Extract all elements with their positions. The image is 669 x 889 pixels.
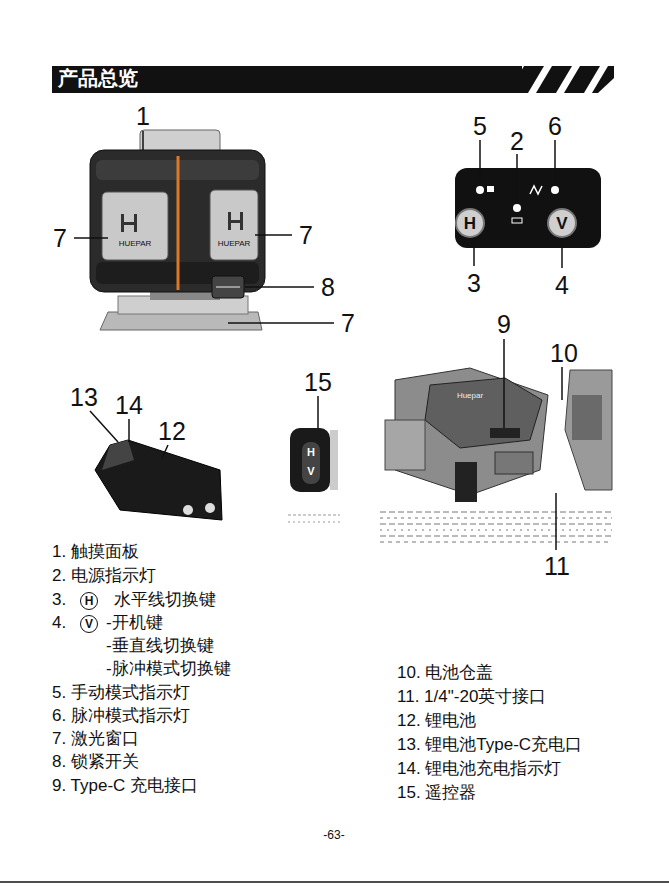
touch-button: V xyxy=(547,208,577,238)
callout-number: 13 xyxy=(70,383,98,412)
part-list-item: 7. 激光窗口 xyxy=(52,729,139,749)
callout-number: 1 xyxy=(136,102,150,131)
part-list-item: 14. 锂电池充电指示灯 xyxy=(397,759,561,779)
brand-text: HUEPAR xyxy=(218,239,251,248)
page-rule xyxy=(0,881,669,883)
part-list-item: 10. 电池仓盖 xyxy=(397,663,493,683)
part-list-item: 13. 锂电池Type-C充电口 xyxy=(397,735,582,755)
title-band xyxy=(52,66,522,93)
brand-text: Huepar xyxy=(457,391,483,400)
callout-number: 9 xyxy=(497,310,511,339)
callout-number: 12 xyxy=(158,417,186,446)
callout-number: 6 xyxy=(548,112,562,141)
title-slash xyxy=(592,66,614,93)
part-list-item: -垂直线切换键 xyxy=(106,636,214,656)
remote-button-letter: V xyxy=(307,465,314,478)
callout-number: 11 xyxy=(544,552,570,581)
button-icon: H xyxy=(80,592,98,610)
callout-number: 5 xyxy=(473,112,487,141)
part-list-item: 11. 1/4"-20英寸接口 xyxy=(397,687,546,707)
part-list-item: 8. 锁紧开关 xyxy=(52,752,139,772)
callout-number: 2 xyxy=(510,127,524,156)
part-list-item: 12. 锂电池 xyxy=(397,711,476,731)
remote-control xyxy=(288,428,340,522)
leader-line xyxy=(74,131,562,550)
ground-hatching xyxy=(380,512,612,542)
callout-number: 7 xyxy=(341,309,355,338)
device-bottom-view xyxy=(385,368,612,502)
page-number: -63- xyxy=(323,829,344,843)
part-list-item: 6. 脉冲模式指示灯 xyxy=(52,706,190,726)
button-letter: V xyxy=(556,215,567,232)
section-title: 产品总览 xyxy=(58,67,138,90)
button-letter: H xyxy=(85,595,94,607)
part-list-item: 1. 触摸面板 xyxy=(52,542,139,562)
callout-number: 14 xyxy=(115,391,143,420)
callout-number: 3 xyxy=(467,269,481,298)
part-list-item: 9. Type-C 充电接口 xyxy=(52,776,198,796)
button-letter: V xyxy=(85,618,93,630)
part-list-item: 15. 遥控器 xyxy=(397,783,476,803)
callout-number: 7 xyxy=(299,221,313,250)
part-list-item: 3. xyxy=(52,590,66,610)
callout-number: 7 xyxy=(53,224,67,253)
part-list-item: 4. xyxy=(52,613,66,633)
battery xyxy=(95,440,222,520)
button-letter: H xyxy=(464,215,476,232)
brand-text: HUEPAR xyxy=(119,239,152,248)
callout-number: 10 xyxy=(550,339,578,368)
touch-button: H xyxy=(455,208,485,238)
button-icon: V xyxy=(80,615,98,633)
remote-button-letter: H xyxy=(307,446,315,459)
laser-level xyxy=(90,130,265,330)
part-list-item: -开机键 xyxy=(106,613,163,633)
touch-panel xyxy=(455,168,601,248)
callout-number: 15 xyxy=(304,368,332,397)
callout-number: 4 xyxy=(555,271,569,300)
part-list-item: 2. 电源指示灯 xyxy=(52,566,156,586)
callout-number: 8 xyxy=(321,273,335,302)
part-list-item: 5. 手动模式指示灯 xyxy=(52,683,190,703)
part-list-item: 水平线切换键 xyxy=(114,590,216,610)
part-list-item: -脉冲模式切换键 xyxy=(106,659,231,679)
